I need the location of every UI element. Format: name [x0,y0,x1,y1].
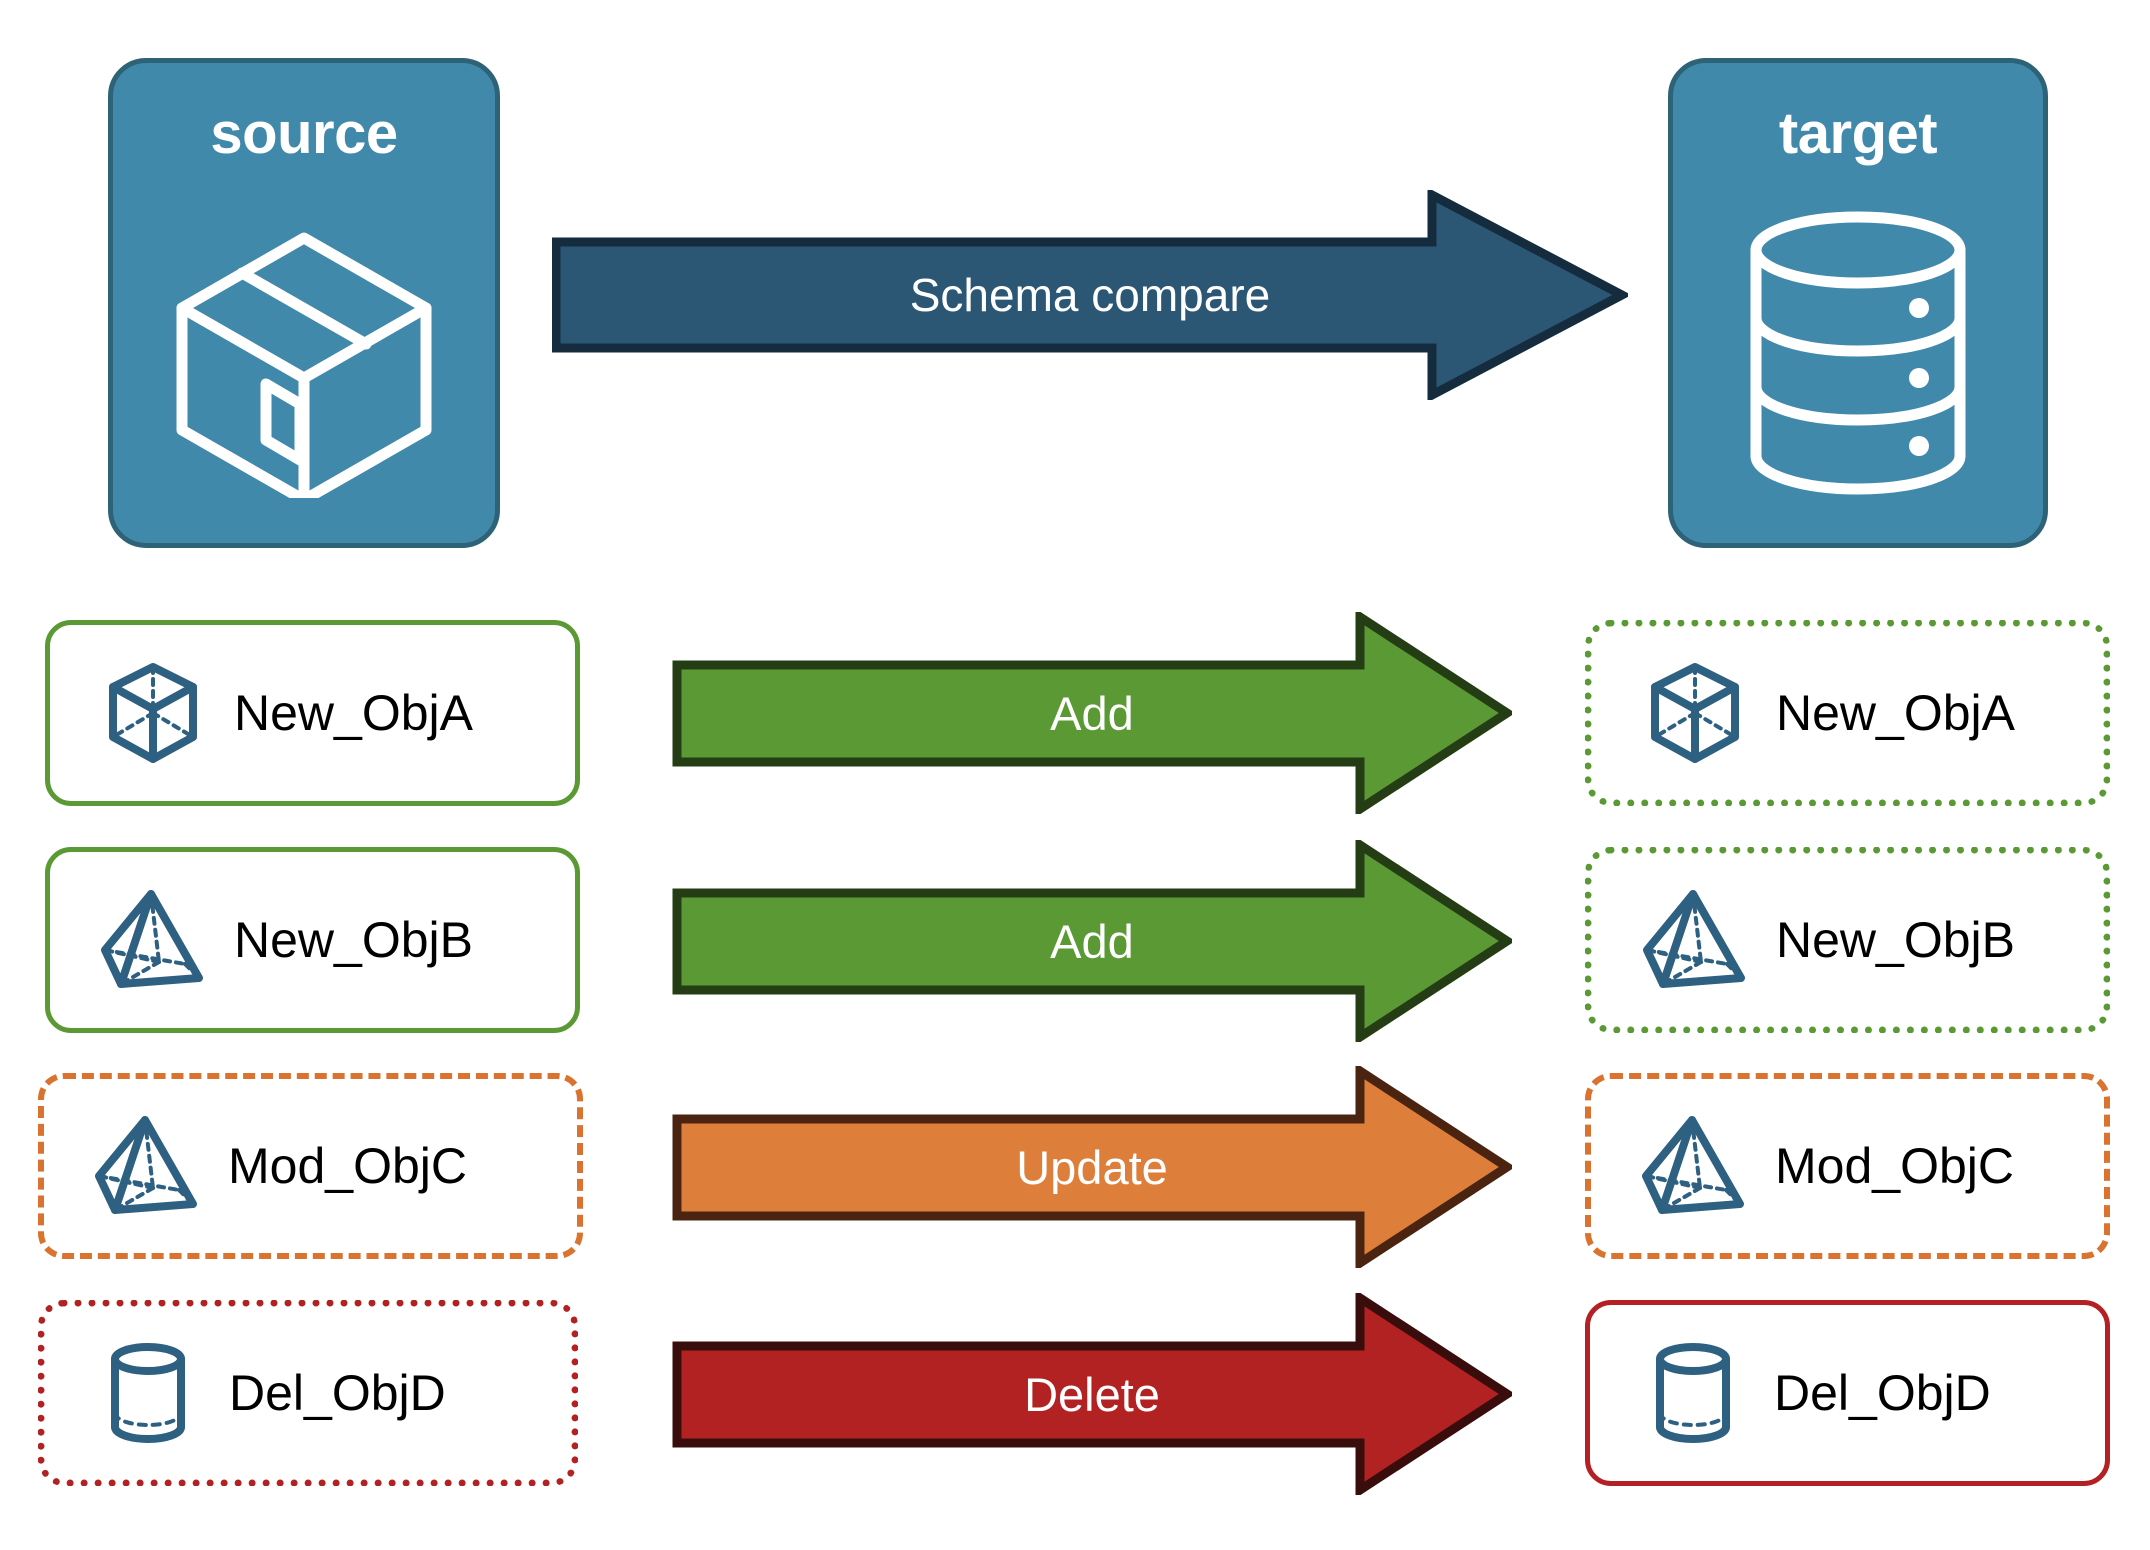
target-card-label-row-1: New_ObjB [1776,912,2015,968]
target-card-row-0[interactable]: New_ObjA [1585,620,2110,806]
source-card-label-row-2: Mod_ObjC [228,1138,467,1194]
action-arrow-add-row-1[interactable]: Add [672,840,1512,1042]
source-panel[interactable]: source [108,58,500,548]
target-card-label-row-2: Mod_ObjC [1775,1138,2014,1194]
target-panel-title: target [1778,101,1938,166]
database-cylinder-icon [1673,163,2043,543]
action-arrow-label-row-0: Add [1050,686,1134,740]
schema-compare-arrow[interactable]: Schema compare [552,190,1628,400]
wireframe-cylinder-icon [1638,1338,1748,1448]
source-card-label-row-1: New_ObjB [234,912,473,968]
source-card-row-0[interactable]: New_ObjA [45,620,580,806]
source-card-row-1[interactable]: New_ObjB [45,847,580,1033]
target-card-row-2[interactable]: Mod_ObjC [1585,1073,2110,1259]
target-card-label-row-3: Del_ObjD [1774,1365,1991,1421]
target-card-row-3[interactable]: Del_ObjD [1585,1300,2110,1486]
wireframe-pyramid-icon [98,885,208,995]
target-card-row-1[interactable]: New_ObjB [1585,847,2110,1033]
action-arrow-label-row-2: Update [1016,1140,1168,1194]
source-card-row-2[interactable]: Mod_ObjC [38,1073,583,1259]
source-card-label-row-3: Del_ObjD [229,1365,446,1421]
action-arrow-add-row-0[interactable]: Add [672,612,1512,814]
action-arrow-delete-row-3[interactable]: Delete [672,1293,1512,1495]
target-card-label-row-0: New_ObjA [1776,685,2015,741]
package-box-icon [113,163,495,543]
wireframe-cylinder-icon [93,1338,203,1448]
source-card-row-3[interactable]: Del_ObjD [38,1300,578,1486]
wireframe-cube-icon [98,658,208,768]
wireframe-cube-icon [1640,658,1750,768]
action-arrow-update-row-2[interactable]: Update [672,1066,1512,1268]
source-card-label-row-0: New_ObjA [234,685,473,741]
action-arrow-label-row-3: Delete [1024,1367,1160,1421]
schema-compare-label: Schema compare [909,269,1271,321]
source-panel-title: source [210,101,398,166]
action-arrow-label-row-1: Add [1050,914,1134,968]
target-panel[interactable]: target [1668,58,2048,548]
wireframe-pyramid-icon [1639,1111,1749,1221]
wireframe-pyramid-icon [1640,885,1750,995]
wireframe-pyramid-icon [92,1111,202,1221]
